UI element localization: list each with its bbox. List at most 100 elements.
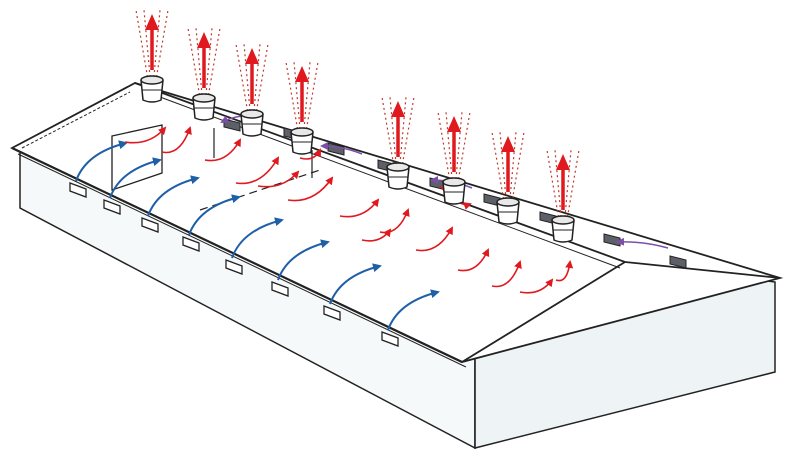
exhaust-plume-line <box>152 9 161 83</box>
wall-inlet-icon <box>323 305 341 321</box>
fan-housing <box>442 181 466 205</box>
airflow-arrow-icon <box>320 142 363 155</box>
exhaust-plume-line <box>305 61 319 135</box>
fan-housing <box>192 97 216 121</box>
exhaust-plume-line <box>401 96 415 170</box>
exhaust-plume-line <box>546 149 560 223</box>
exhaust-plume-line <box>243 43 252 117</box>
airflow-arrow-icon <box>616 237 669 249</box>
wall-inlet-icon <box>69 182 87 198</box>
exhaust-fan-icon <box>290 127 314 155</box>
exhaust-plume-line <box>285 61 299 135</box>
fan-top-rim <box>442 177 466 187</box>
airflow-arrow-icon <box>257 170 300 188</box>
exhaust-plume-line <box>135 9 149 83</box>
exhaust-plume-line <box>454 111 463 185</box>
exhaust-arrow-icon <box>197 32 211 48</box>
exhaust-plume-group <box>135 9 580 223</box>
airflow-arrow-icon <box>109 157 162 199</box>
roof-fascia-line <box>11 147 463 363</box>
wall-inlet-icon <box>381 331 399 347</box>
exhaust-plume-line <box>389 96 398 170</box>
exhaust-plume-line <box>499 131 508 205</box>
exhaust-arrow-icon <box>145 14 159 30</box>
airflow-arrow-icon <box>339 198 380 218</box>
interior-airflow-group <box>124 126 574 294</box>
exhaust-plume-line <box>566 149 580 223</box>
exhaust-plume-line <box>491 131 505 205</box>
airflow-arrow-icon <box>555 260 574 282</box>
airflow-arrow-icon <box>519 278 554 294</box>
exhaust-plume-line <box>187 27 201 101</box>
fan-housing <box>140 79 164 103</box>
airflow-arrow-icon <box>75 140 128 182</box>
exhaust-plume-line <box>235 43 249 117</box>
fan-housing <box>551 219 575 243</box>
airflow-arrow-icon <box>379 208 410 234</box>
fan-top-rim <box>240 109 264 119</box>
exhaust-fan-icon <box>192 93 216 121</box>
exhaust-plume-line <box>563 149 572 223</box>
exhaust-fan-icon <box>496 197 520 225</box>
airflow-arrow-icon <box>329 263 382 305</box>
exhaust-plume-line <box>511 131 525 205</box>
airflow-arrow-icon <box>387 289 440 331</box>
airflow-arrow-icon <box>235 156 280 185</box>
exhaust-arrow-icon <box>295 66 309 82</box>
exhaust-plume-line <box>195 27 204 101</box>
exhaust-plume-line <box>445 111 454 185</box>
airflow-arrow-icon <box>277 239 330 281</box>
wall-inlet-icon <box>182 236 200 252</box>
wall-inlet-icon <box>225 259 243 275</box>
roof-inner-edge <box>21 91 131 149</box>
fan-top-rim <box>551 215 575 225</box>
fan-top-rim <box>290 127 314 137</box>
barn-structure <box>9 82 784 450</box>
fan-top-rim <box>192 93 216 103</box>
exhaust-plume-line <box>252 43 261 117</box>
fan-housing <box>240 113 264 137</box>
airflow-arrow-icon <box>457 248 490 272</box>
airflow-arrow-icon <box>147 175 200 217</box>
roof-inlet-icon <box>603 233 621 247</box>
airflow-arrow-icon <box>361 228 392 242</box>
airflow-arrow-icon <box>188 194 241 236</box>
exhaust-arrow-icon <box>556 154 570 170</box>
fan-housing <box>290 131 314 155</box>
airflow-arrow-icon <box>161 126 192 154</box>
exhaust-plume-line <box>457 111 471 185</box>
fan-top-rim <box>386 162 410 172</box>
airflow-arrow-icon <box>491 260 522 288</box>
wall-inlet-icon <box>271 281 289 297</box>
exhaust-fan-icon <box>386 162 410 190</box>
exhaust-fan-group <box>140 75 575 243</box>
exhaust-plume-line <box>207 27 221 101</box>
exhaust-plume-line <box>293 61 302 135</box>
side-intake-airflow-group <box>75 140 440 331</box>
wall-inlet-icon <box>103 199 121 215</box>
airflow-arrow-icon <box>299 148 321 160</box>
roof-inlet-icon <box>669 255 687 269</box>
exhaust-plume-line <box>554 149 563 223</box>
roof-ridge-line <box>134 82 626 263</box>
exhaust-fan-icon <box>140 75 164 103</box>
exhaust-fan-icon <box>240 109 264 137</box>
exhaust-fan-icon <box>551 215 575 243</box>
exhaust-arrow-icon <box>245 48 259 64</box>
wall-inlet-icon <box>141 217 159 233</box>
exhaust-plume-line <box>155 9 169 83</box>
gable-roof-edge-right <box>624 261 781 279</box>
airflow-arrow-icon <box>231 217 284 259</box>
airflow-arrow-icon <box>415 226 453 252</box>
exhaust-fan-icon <box>442 177 466 205</box>
exhaust-arrow-group <box>145 14 570 210</box>
roof-eave-front <box>17 153 467 368</box>
wall-inlet-group <box>69 182 399 347</box>
airflow-arrow-icon <box>287 176 334 202</box>
exhaust-plume-line <box>302 61 311 135</box>
pen-divider-line <box>199 169 321 211</box>
exhaust-arrow-icon <box>501 136 515 152</box>
exhaust-plume-line <box>398 96 407 170</box>
fan-housing <box>496 201 520 225</box>
